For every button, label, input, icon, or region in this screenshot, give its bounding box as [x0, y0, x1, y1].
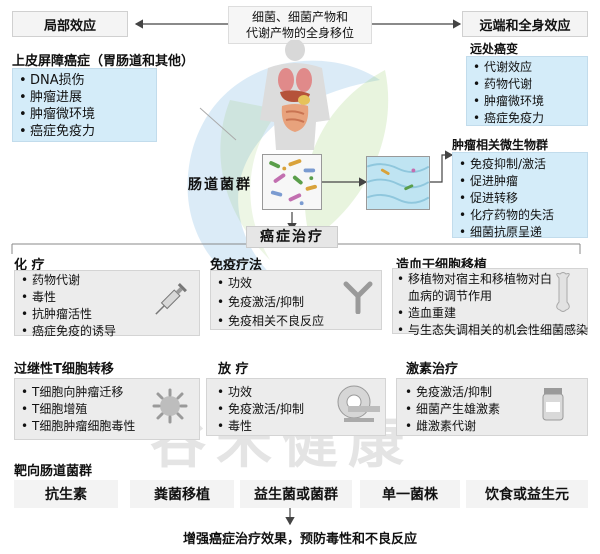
list-item: T细胞肿瘤细胞毒性	[21, 418, 199, 435]
translocation-label: 细菌、细菌产物和 代谢产物的全身移位	[228, 6, 372, 44]
immuno-box: 功效 免疫激活/抑制 免疫相关不良反应	[210, 270, 382, 331]
list-item: 免疫抑制/激活	[459, 156, 587, 173]
epithelial-cancer-title: 上皮屏障癌症（胃肠道和其他）	[12, 54, 195, 69]
conclusion-text: 增强癌症治疗效果，预防毒性和不良反应	[182, 532, 417, 547]
pill-bottle-icon	[542, 388, 564, 421]
target-probiotics: 益生菌或菌群	[240, 480, 352, 508]
list-item: 移植物对宿主和移植物对白血病的调节作用	[397, 271, 558, 305]
list-item: 抗肿瘤活性	[21, 306, 199, 323]
hormone-title: 激素治疗	[406, 362, 459, 377]
list-item: 雌激素代谢	[405, 418, 587, 435]
target-diet: 饮食或益生元	[466, 480, 588, 508]
local-effects-title: 局部效应	[12, 11, 128, 37]
adoptive-title: 过继性T细胞转移	[14, 362, 114, 377]
list-item: 促进肿瘤	[459, 173, 587, 190]
list-item: 癌症免疫力	[473, 110, 587, 127]
list-item: 促进转移	[459, 190, 587, 207]
gut-flora-label: 肠道菌群	[188, 177, 252, 193]
list-item: 功效	[217, 274, 381, 293]
list-item: 免疫激活/抑制	[217, 401, 385, 418]
list-item: 免疫激活/抑制	[405, 384, 587, 401]
list-item: 免疫相关不良反应	[217, 312, 381, 331]
radio-title: 放 疗	[218, 362, 249, 377]
immuno-title: 免疫疗法	[210, 258, 263, 273]
tumor-tissue-icon	[366, 156, 430, 210]
bone-icon	[556, 272, 570, 312]
list-item: 功效	[217, 384, 385, 401]
t-cell-icon	[152, 388, 188, 424]
list-item: 细菌抗原呈递	[459, 224, 587, 241]
syringe-icon	[155, 283, 187, 315]
list-item: 肿瘤进展	[19, 89, 156, 106]
list-item: 药物代谢	[473, 76, 587, 93]
list-item: 毒性	[217, 418, 385, 435]
hsct-box: 移植物对宿主和移植物对白血病的调节作用 造血重建 与生态失调相关的机会性细菌感染	[392, 268, 588, 339]
list-item: 药物代谢	[21, 272, 199, 289]
list-item: 肿瘤微环境	[473, 93, 587, 110]
tumor-microbiome-box: 免疫抑制/激活 促进肿瘤 促进转移 化疗药物的失活 细菌抗原呈递	[452, 152, 588, 241]
list-item: 免疫激活/抑制	[217, 293, 381, 312]
ct-scanner-icon	[337, 385, 380, 422]
distal-cancer-subtitle: 远处癌变	[470, 42, 519, 56]
list-item: 毒性	[21, 289, 199, 306]
list-item: 癌症免疫的诱导	[21, 323, 199, 340]
distal-effects-box: 代谢效应 药物代谢 肿瘤微环境 癌症免疫力	[466, 56, 588, 127]
list-item: 肿瘤微环境	[19, 106, 156, 123]
list-item: T细胞向肿瘤迁移	[21, 384, 199, 401]
list-item: 代谢效应	[473, 59, 587, 76]
antibody-icon	[343, 281, 373, 314]
gut-bacteria-icon	[262, 154, 322, 210]
cancer-therapy-label: 癌症治疗	[246, 226, 338, 248]
tumor-microbiome-title: 肿瘤相关微生物群	[452, 138, 549, 152]
target-fmt: 粪菌移植	[130, 480, 234, 508]
local-effects-box: DNA损伤 肿瘤进展 肿瘤微环境 癌症免疫力	[12, 68, 157, 142]
chemo-title: 化 疗	[14, 258, 45, 273]
body-organs-icon	[260, 40, 330, 150]
list-item: 与生态失调相关的机会性细菌感染	[397, 322, 588, 339]
list-item: 化疗药物的失活	[459, 207, 587, 224]
target-antibiotics: 抗生素	[14, 480, 118, 508]
target-single-strain: 单一菌株	[360, 480, 460, 508]
list-item: DNA损伤	[19, 72, 156, 89]
list-item: 造血重建	[397, 305, 587, 322]
list-item: T细胞增殖	[21, 401, 199, 418]
distal-effects-title: 远端和全身效应	[462, 11, 588, 37]
list-item: 细菌产生雄激素	[405, 401, 587, 418]
list-item: 癌症免疫力	[19, 123, 156, 140]
target-title: 靶向肠道菌群	[14, 464, 93, 479]
